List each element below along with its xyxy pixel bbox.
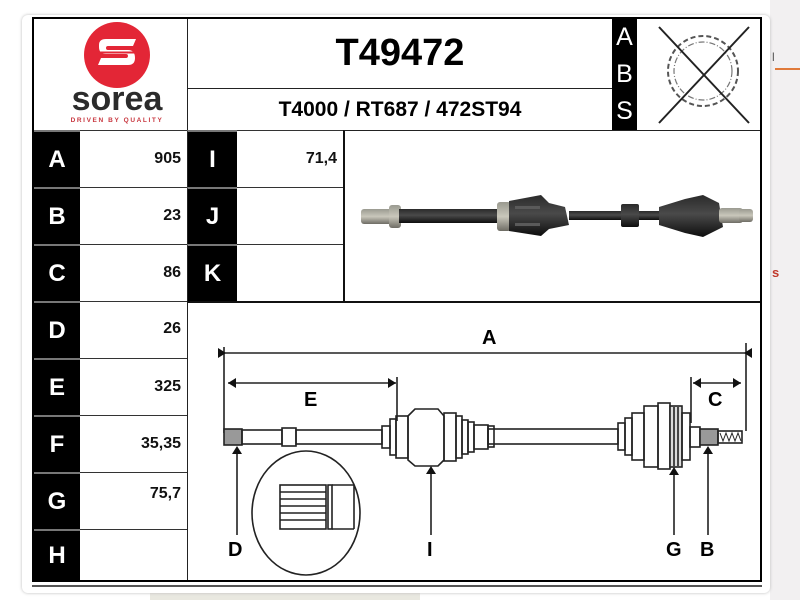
abs-label-column: A B S xyxy=(612,19,637,130)
product-sheet xyxy=(22,15,770,593)
bottom-rule xyxy=(32,585,762,587)
spec-sheet-frame xyxy=(32,17,762,582)
svg-text:sorea: sorea xyxy=(72,80,164,118)
spec-label-k: K xyxy=(187,244,237,301)
part-number-title: T49472 xyxy=(187,19,612,88)
spec-label-g: G xyxy=(34,472,80,529)
spec-value-i: 71,4 xyxy=(237,130,343,187)
dimension-label-a: A xyxy=(482,327,497,349)
dimension-label-e: E xyxy=(304,389,318,411)
spec-value-a: 905 xyxy=(80,130,187,187)
logo-cell: sorea DRIVEN BY QUALITY xyxy=(34,19,187,130)
background-fragment-red: s xyxy=(772,265,780,280)
spec-value-k xyxy=(237,244,343,301)
background-fragment: l xyxy=(772,50,775,64)
background-bottom-strip xyxy=(150,590,420,600)
dimension-label-c: C xyxy=(708,389,723,411)
spec-value-h xyxy=(80,529,187,580)
spec-label-f: F xyxy=(34,415,80,472)
spec-value-g: 75,7 xyxy=(80,472,187,529)
svg-text:DRIVEN BY QUALITY: DRIVEN BY QUALITY xyxy=(71,117,164,124)
technical-diagram: A E C D I G B xyxy=(187,301,760,580)
spec-label-i: I xyxy=(187,130,237,187)
spec-value-b: 23 xyxy=(80,187,187,244)
spec-value-f: 35,35 xyxy=(80,415,187,472)
abs-letter-a: A xyxy=(616,23,633,51)
spec-label-h: H xyxy=(34,529,80,580)
spec-label-j: J xyxy=(187,187,237,244)
spec-value-e: 325 xyxy=(80,358,187,415)
pointer-label-i: I xyxy=(427,539,433,561)
spec-label-a: A xyxy=(34,130,80,187)
background-accent-line xyxy=(775,68,800,70)
spec-value-d: 26 xyxy=(80,301,187,358)
sorea-logo-icon: sorea DRIVEN BY QUALITY xyxy=(71,22,164,124)
pointer-label-b: B xyxy=(700,539,715,561)
abs-letter-s: S xyxy=(616,97,633,125)
spec-label-c: C xyxy=(34,244,80,301)
pointer-label-d: D xyxy=(228,539,243,561)
cross-reference-numbers: T4000 / RT687 / 472ST94 xyxy=(187,88,612,130)
spec-value-j xyxy=(237,187,343,244)
drive-shaft-photo xyxy=(343,130,760,301)
spec-label-e: E xyxy=(34,358,80,415)
abs-icon-cell xyxy=(637,19,760,130)
background-window-edge: l s xyxy=(770,0,800,600)
spec-label-d: D xyxy=(34,301,80,358)
spec-label-b: B xyxy=(34,187,80,244)
spec-value-c: 86 xyxy=(80,244,187,301)
abs-ring-crossed-icon xyxy=(658,26,750,124)
pointer-label-g: G xyxy=(666,539,682,561)
abs-letter-b: B xyxy=(616,60,633,88)
drive-shaft-photo-icon xyxy=(361,195,753,237)
drive-shaft-line-drawing xyxy=(218,343,752,576)
